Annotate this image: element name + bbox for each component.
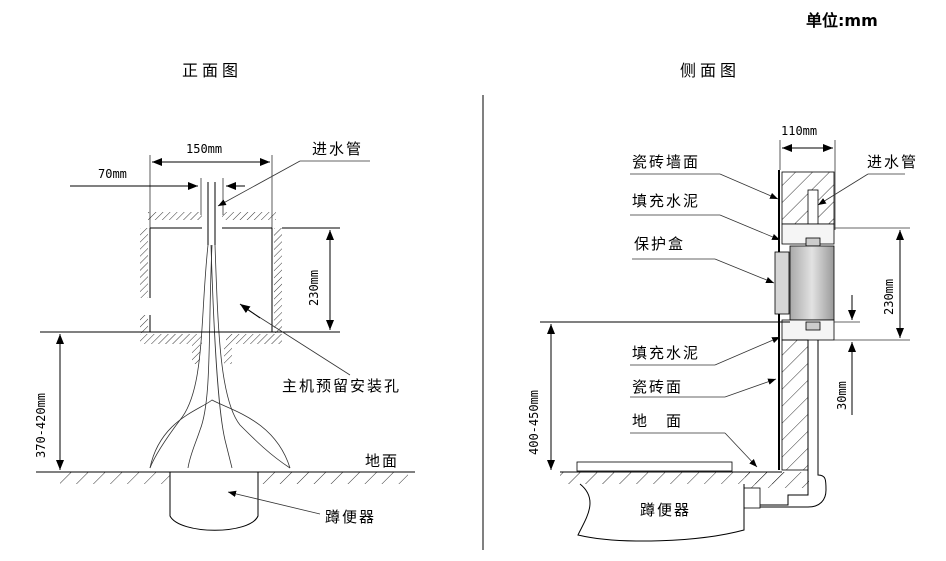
front-toilet-label: 蹲便器: [325, 508, 376, 526]
side-dim-height-above-floor-label: 400-450mm: [527, 390, 541, 455]
side-floor-hatch: [560, 472, 785, 484]
floor-hatch: [258, 472, 408, 484]
pipe-connector-top: [805, 237, 821, 247]
front-view: 正面图 150mm 70mm 进水管: [34, 61, 415, 531]
leader-arrow: [227, 490, 321, 515]
side-inlet-pipe-label: 进水管: [867, 153, 918, 171]
hatch-bottom-left: [140, 334, 202, 344]
leader-arrow: [719, 214, 781, 241]
cable: [187, 244, 213, 469]
side-squat-toilet-shape: [577, 483, 745, 542]
leader-arrow: [239, 303, 261, 319]
front-view-title: 正面图: [182, 61, 242, 80]
protection-box: [789, 245, 835, 321]
squat-toilet-shape: [169, 472, 259, 531]
filler-cement-top-label: 填充水泥: [632, 192, 700, 210]
leader-arrow: [714, 336, 781, 366]
leader-line: [244, 307, 351, 376]
splash-outline: [149, 399, 291, 469]
pipe-connector-toilet: [743, 487, 761, 509]
leader-arrow: [724, 378, 777, 398]
hatch-right: [274, 228, 282, 333]
wall-lower: [781, 339, 809, 471]
tile-surface-label: 瓷砖面: [632, 378, 683, 396]
filler-cement-bottom-label: 填充水泥: [632, 344, 700, 362]
hatch-bottom-right: [226, 334, 282, 344]
hatch-left: [140, 228, 148, 298]
hatch-pipe-right: [224, 344, 232, 364]
floor-hatch: [60, 472, 170, 484]
unit-label: 单位:mm: [806, 11, 878, 30]
leader-arrow: [817, 173, 869, 206]
tile-wall-label: 瓷砖墙面: [632, 153, 700, 171]
dim-pipe-gap-label: 70mm: [98, 167, 127, 181]
install-hole-label: 主机预留安装孔: [282, 377, 401, 395]
protection-box-label: 保护盒: [634, 235, 685, 253]
protection-box-cover: [774, 251, 790, 315]
cable: [149, 244, 209, 469]
side-inlet-pipe: [807, 189, 819, 225]
hatch-pipe-left: [192, 344, 200, 364]
hatch-left-lower: [140, 315, 148, 333]
toilet-rim: [576, 461, 733, 472]
hatch-top-right: [222, 212, 276, 220]
dim-offset-label: 30mm: [835, 381, 849, 410]
leader-arrow: [724, 432, 758, 468]
dim-height-above-floor-label: 370-420mm: [34, 393, 48, 458]
elbow-pipe: [758, 470, 827, 508]
side-toilet-label: 蹲便器: [640, 501, 691, 519]
leader-arrow: [714, 258, 775, 284]
front-floor-label: 地面: [365, 452, 399, 470]
dim-depth-label: 110mm: [781, 124, 817, 138]
pipe-connector-bottom: [805, 321, 821, 331]
dim-box-height-label: 230mm: [882, 279, 896, 315]
dim-width-label: 150mm: [186, 142, 222, 156]
side-view-title: 侧面图: [680, 61, 740, 80]
cable: [210, 244, 233, 469]
hatch-top-left: [148, 212, 202, 220]
dim-hole-height-label: 230mm: [307, 270, 321, 306]
floor-under-pipe: [745, 472, 809, 488]
cable: [214, 244, 291, 469]
side-floor-label: 地 面: [632, 412, 683, 430]
front-inlet-pipe-label: 进水管: [312, 140, 363, 158]
leader-arrow: [217, 160, 301, 207]
side-view: 侧面图 110mm 230mm 30mm: [527, 61, 918, 542]
leader-arrow: [719, 173, 779, 200]
